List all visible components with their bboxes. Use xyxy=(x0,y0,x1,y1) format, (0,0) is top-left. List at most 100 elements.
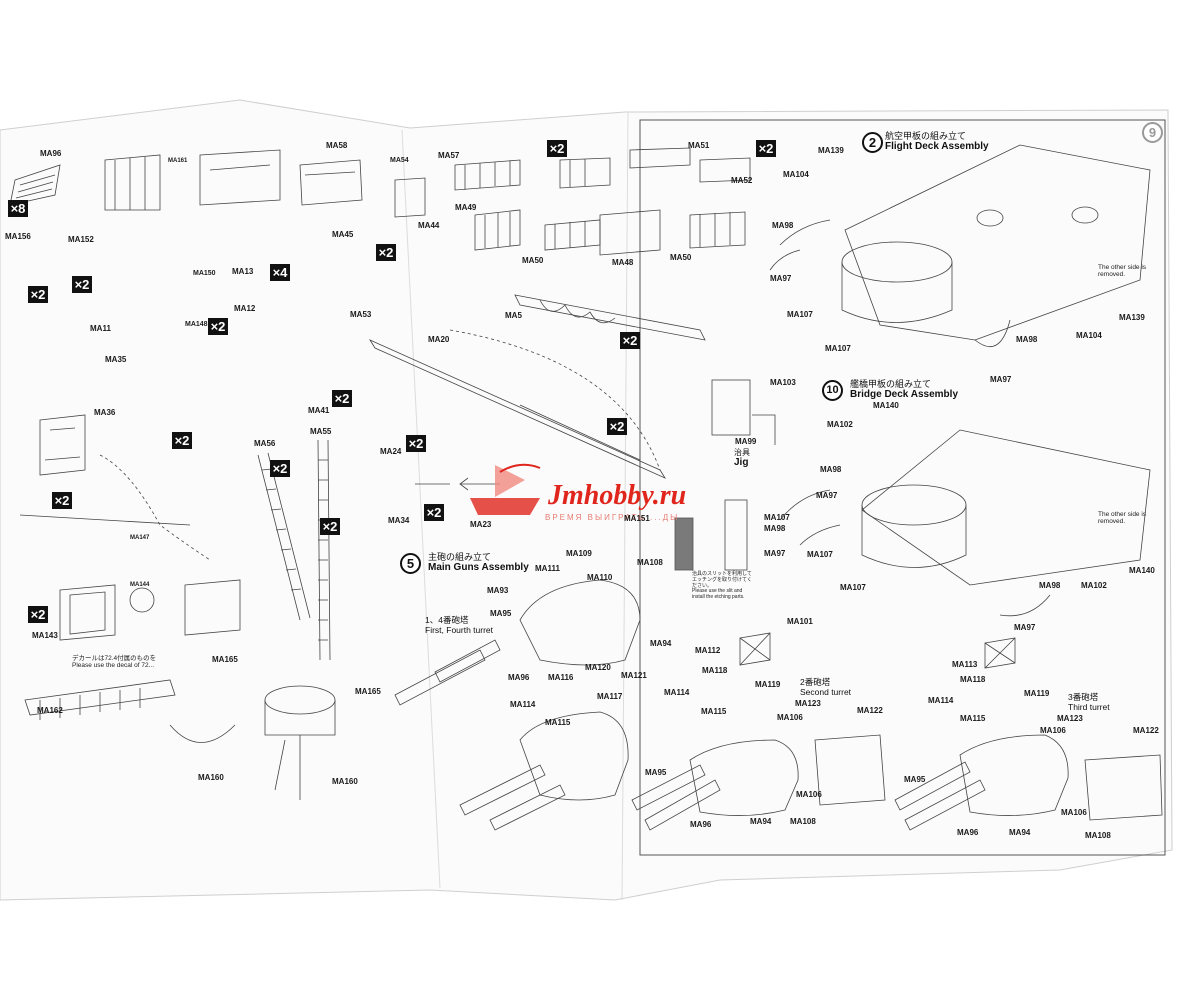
part-label: MA148 xyxy=(185,321,208,328)
multiplier-tag: ×2 xyxy=(270,460,290,477)
part-label: MA156 xyxy=(5,232,31,241)
part-label: MA96 xyxy=(957,828,979,837)
part-label: MA111 xyxy=(535,564,560,573)
multiplier-tag: ×2 xyxy=(406,435,426,452)
part-label: MA97 xyxy=(1014,623,1036,632)
part-label: MA151 xyxy=(624,514,650,523)
multiplier-tag: ×2 xyxy=(424,504,444,521)
part-label: MA41 xyxy=(308,406,330,415)
part-label: MA139 xyxy=(818,146,844,155)
part-label: MA114 xyxy=(664,688,690,697)
multiplier-tag: ×2 xyxy=(28,606,48,623)
part-label: MA122 xyxy=(857,706,883,715)
part-label: MA139 xyxy=(1119,313,1145,322)
part-label: MA161 xyxy=(168,158,188,164)
part-label: MA58 xyxy=(326,141,348,150)
part-label: MA121 xyxy=(621,671,647,680)
part-label: MA49 xyxy=(455,203,477,212)
part-label: MA13 xyxy=(232,267,254,276)
part-label: MA20 xyxy=(428,335,450,344)
part-label: MA140 xyxy=(873,401,899,410)
part-label: MA116 xyxy=(548,673,574,682)
step-2-number: 2 xyxy=(862,132,883,153)
part-label: MA112 xyxy=(695,646,721,655)
part-label: MA36 xyxy=(94,408,116,417)
jig-slot xyxy=(674,517,694,571)
part-label: MA96 xyxy=(690,820,712,829)
part-label: MA93 xyxy=(487,586,509,595)
part-label: MA96 xyxy=(508,673,530,682)
part-label: MA53 xyxy=(350,310,372,319)
part-label: MA50 xyxy=(670,253,692,262)
part-label: MA147 xyxy=(130,535,150,541)
part-label: MA98 xyxy=(1016,335,1038,344)
multiplier-tag: ×8 xyxy=(8,200,28,217)
part-label: MA94 xyxy=(1009,828,1031,837)
part-label: MA107 xyxy=(787,310,813,319)
part-label: MA165 xyxy=(355,687,381,696)
part-label: MA51 xyxy=(688,141,710,150)
slit-note: 治具のスリットを利用してエッチングを取り付けてください。Please use t… xyxy=(692,571,752,600)
multiplier-tag: ×4 xyxy=(270,264,290,281)
part-label: MA118 xyxy=(960,675,986,684)
part-label: MA98 xyxy=(764,524,786,533)
part-label: MA123 xyxy=(1057,714,1083,723)
multiplier-tag: ×2 xyxy=(547,140,567,157)
part-label: MA108 xyxy=(637,558,663,567)
part-label: MA107 xyxy=(764,513,790,522)
part-label: MA119 xyxy=(755,680,781,689)
part-label: MA103 xyxy=(770,378,796,387)
page-badge: 9 xyxy=(1142,122,1163,143)
part-label: MA160 xyxy=(332,777,358,786)
part-label: MA107 xyxy=(825,344,851,353)
part-label: MA50 xyxy=(522,256,544,265)
part-label: MA12 xyxy=(234,304,256,313)
part-label: MA120 xyxy=(585,663,611,672)
part-label: MA143 xyxy=(32,631,58,640)
part-label: MA94 xyxy=(750,817,772,826)
part-label: MA114 xyxy=(510,700,536,709)
part-label: MA98 xyxy=(820,465,842,474)
part-label: MA115 xyxy=(701,707,727,716)
part-label: MA106 xyxy=(777,713,803,722)
part-label: MA99 xyxy=(735,437,757,446)
part-label: MA114 xyxy=(928,696,954,705)
part-label: MA24 xyxy=(380,447,402,456)
part-label: MA106 xyxy=(796,790,822,799)
multiplier-tag: ×2 xyxy=(320,518,340,535)
part-label: MA34 xyxy=(388,516,410,525)
part-label: MA96 xyxy=(40,149,62,158)
step-5-number: 5 xyxy=(400,553,421,574)
part-label: MA97 xyxy=(770,274,792,283)
part-label: MA106 xyxy=(1040,726,1066,735)
multiplier-tag: ×2 xyxy=(620,332,640,349)
part-label: MA150 xyxy=(193,270,216,277)
part-label: MA57 xyxy=(438,151,460,160)
multiplier-tag: ×2 xyxy=(756,140,776,157)
part-label: MA152 xyxy=(68,235,94,244)
paper-sheet xyxy=(0,99,1173,901)
part-label: MA11 xyxy=(90,324,111,333)
part-label: MA95 xyxy=(490,609,512,618)
part-label: MA44 xyxy=(418,221,440,230)
part-label: MA165 xyxy=(212,655,238,664)
part-label: MA95 xyxy=(904,775,926,784)
part-label: MA95 xyxy=(645,768,667,777)
part-label: MA97 xyxy=(816,491,838,500)
step-10-number: 10 xyxy=(822,380,843,401)
part-label: MA123 xyxy=(795,699,821,708)
watermark-logo xyxy=(470,463,541,515)
part-label: MA140 xyxy=(1129,566,1155,575)
part-label: MA113 xyxy=(952,660,978,669)
part-label: MA45 xyxy=(332,230,354,239)
part-label: MA54 xyxy=(390,157,409,164)
multiplier-tag: ×2 xyxy=(172,432,192,449)
